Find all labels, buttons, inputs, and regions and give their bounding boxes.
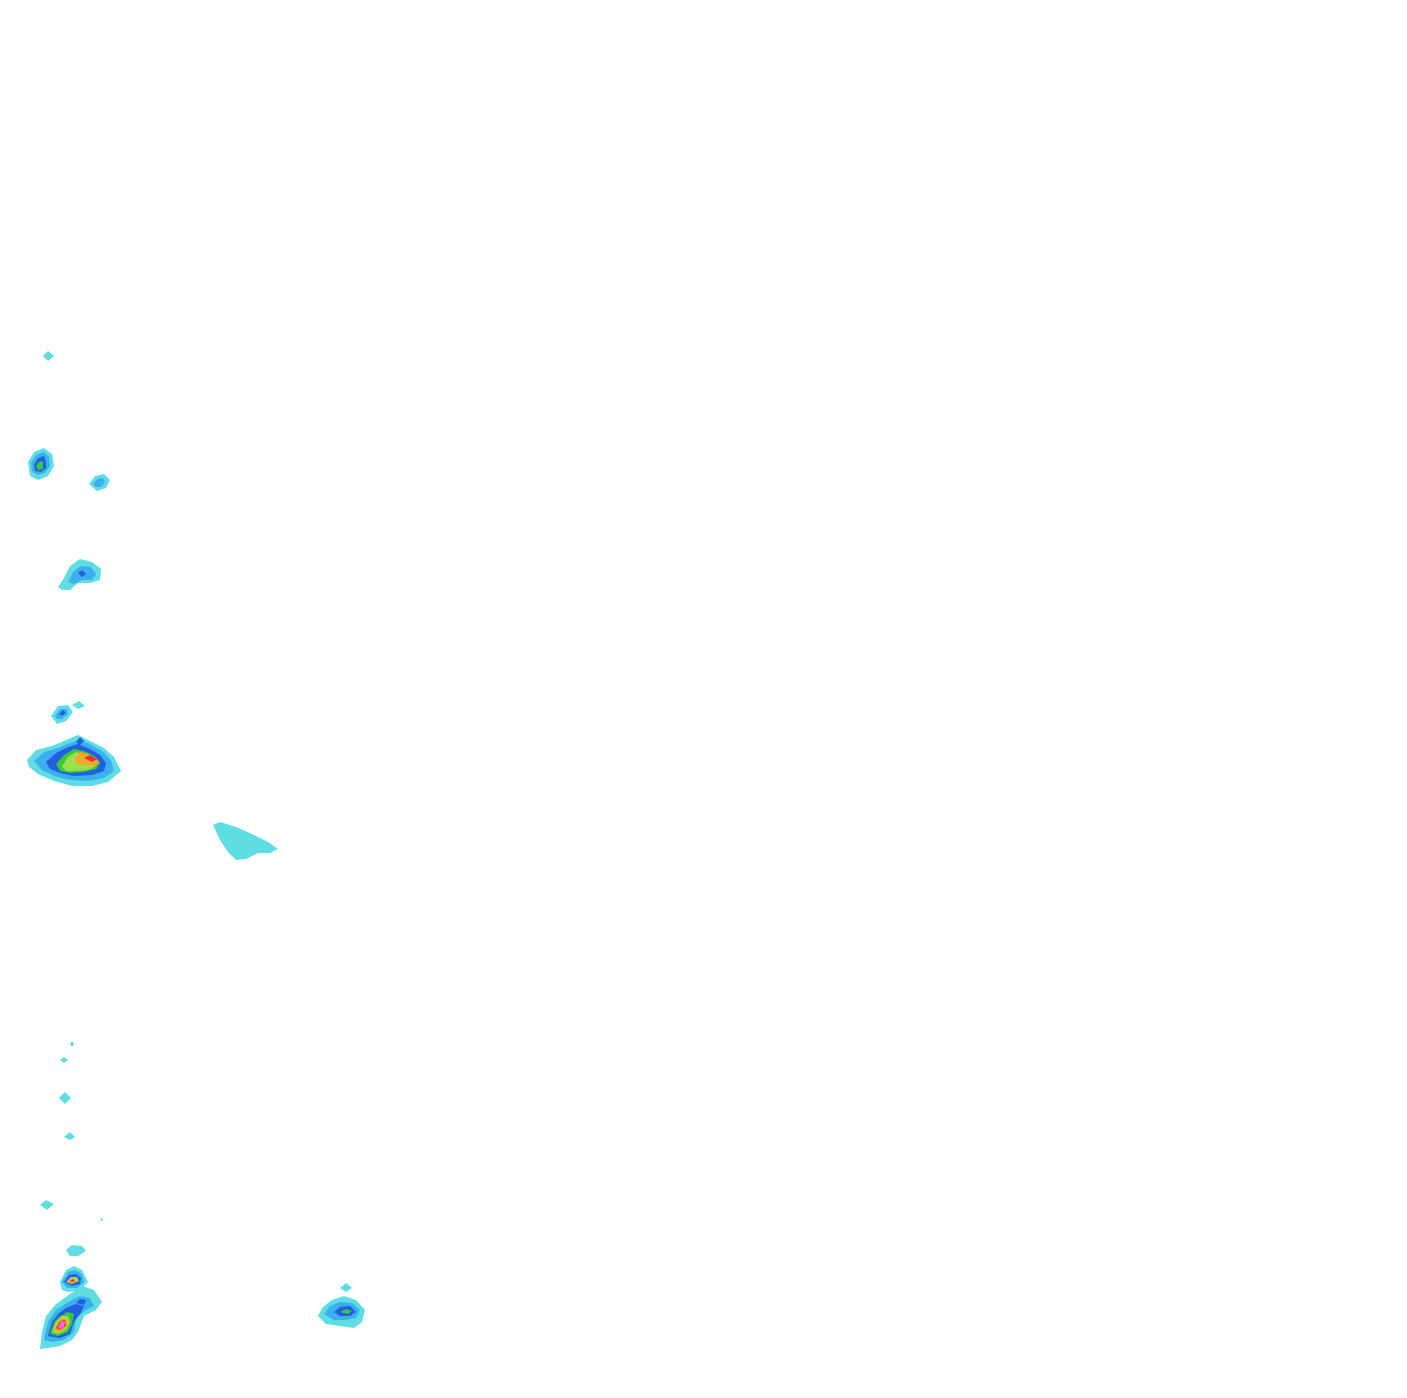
contour-band-level-1 bbox=[213, 822, 278, 860]
contour-band-level-8 bbox=[58, 1321, 65, 1329]
contour-cell-6 bbox=[27, 735, 121, 786]
contour-cell-7 bbox=[213, 822, 278, 860]
contour-band-level-1 bbox=[70, 1041, 74, 1047]
contour-band-level-1 bbox=[40, 1200, 54, 1210]
contour-cell-11 bbox=[318, 1283, 365, 1328]
contour-cell-3 bbox=[89, 474, 110, 491]
contour-band-level-3 bbox=[76, 737, 84, 745]
contour-band-level-1 bbox=[66, 1245, 86, 1256]
contour-band-level-7 bbox=[84, 755, 97, 762]
contour-band-level-7 bbox=[70, 1279, 75, 1282]
contour-band-level-2 bbox=[93, 478, 105, 487]
contour-band-level-1 bbox=[340, 1283, 352, 1292]
contour-cell-5 bbox=[51, 701, 85, 724]
contour-cell-1 bbox=[43, 351, 54, 361]
contour-band-level-1 bbox=[60, 1057, 68, 1063]
contour-band-level-4 bbox=[36, 461, 43, 470]
contour-band-level-1 bbox=[100, 1218, 103, 1221]
contour-cell-9 bbox=[60, 1266, 88, 1292]
contour-band-level-1 bbox=[72, 701, 85, 709]
contour-cell-8 bbox=[40, 1041, 103, 1256]
contour-band-level-3 bbox=[59, 710, 66, 716]
contour-band-level-1 bbox=[64, 1132, 75, 1140]
contour-band-level-3 bbox=[76, 1299, 86, 1305]
contour-band-level-1 bbox=[43, 351, 54, 361]
contour-cell-2 bbox=[28, 448, 54, 480]
contour-band-level-4 bbox=[340, 1309, 352, 1314]
contour-band-level-3 bbox=[78, 570, 86, 577]
contour-band-level-1 bbox=[59, 1092, 71, 1104]
contour-cell-10 bbox=[40, 1286, 102, 1349]
contour-cell-4 bbox=[58, 559, 101, 590]
